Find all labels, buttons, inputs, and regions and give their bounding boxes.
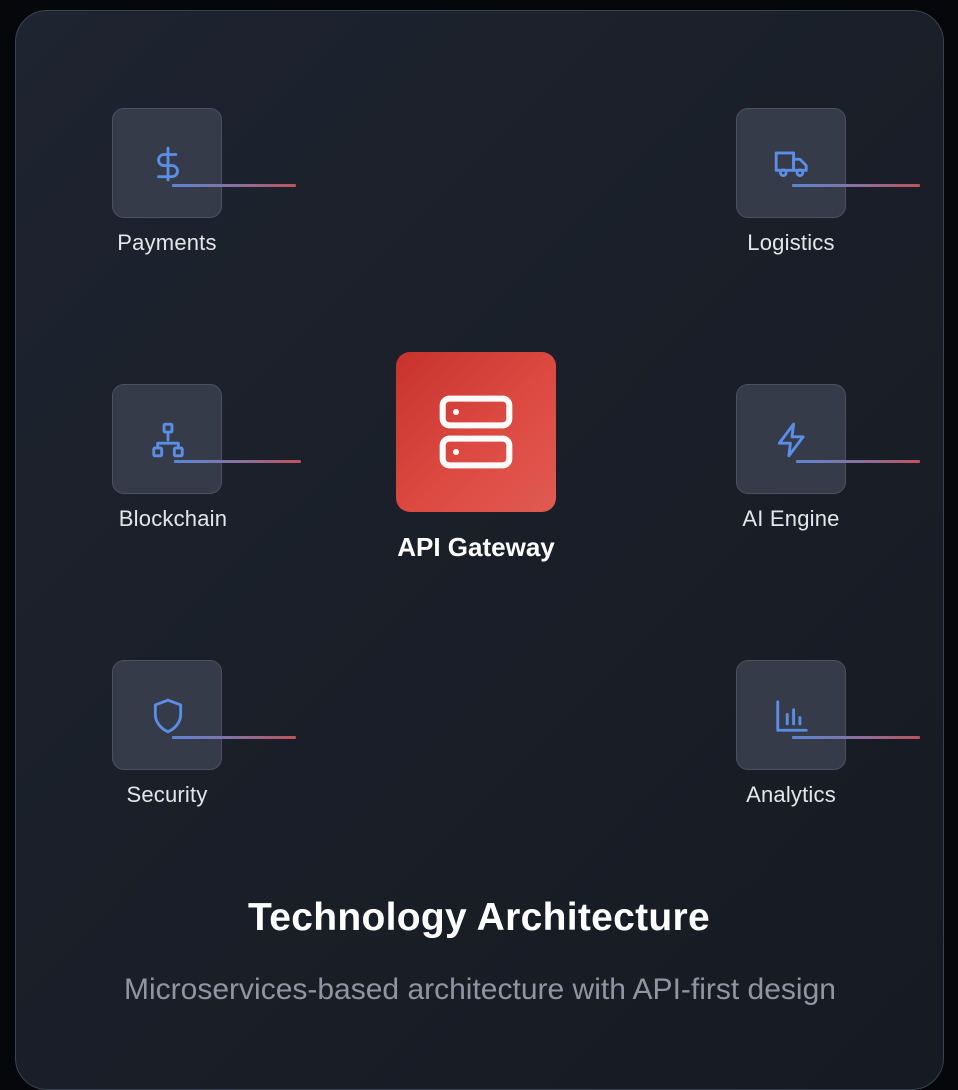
shield-icon bbox=[153, 698, 183, 734]
security-label: Security bbox=[126, 782, 208, 807]
server-icon bbox=[439, 395, 513, 469]
payments-connector bbox=[172, 184, 296, 187]
api-gateway-label: API Gateway bbox=[397, 532, 555, 562]
dollar-icon bbox=[157, 146, 179, 182]
section-description: Microservices-based architecture with AP… bbox=[124, 973, 836, 1006]
truck-icon bbox=[774, 151, 808, 177]
network-icon bbox=[152, 422, 184, 458]
section-title: Technology Architecture bbox=[248, 896, 710, 939]
logistics-node[interactable] bbox=[736, 108, 846, 218]
blockchain-label: Blockchain bbox=[118, 506, 228, 531]
logistics-label: Logistics bbox=[747, 230, 835, 255]
api-gateway-node[interactable] bbox=[396, 352, 556, 512]
ai-engine-connector bbox=[796, 460, 920, 463]
analytics-label: Analytics bbox=[746, 782, 836, 807]
ai-engine-label: AI Engine bbox=[742, 506, 840, 531]
bar-chart-icon bbox=[776, 700, 808, 732]
logistics-connector bbox=[792, 184, 920, 187]
blockchain-connector bbox=[174, 460, 301, 463]
lightning-icon bbox=[777, 422, 805, 458]
ai-engine-node[interactable] bbox=[736, 384, 846, 494]
analytics-node[interactable] bbox=[736, 660, 846, 770]
analytics-connector bbox=[792, 736, 920, 739]
payments-label: Payments bbox=[117, 230, 217, 255]
security-connector bbox=[172, 736, 296, 739]
payments-node[interactable] bbox=[112, 108, 222, 218]
security-node[interactable] bbox=[112, 660, 222, 770]
blockchain-node[interactable] bbox=[112, 384, 222, 494]
